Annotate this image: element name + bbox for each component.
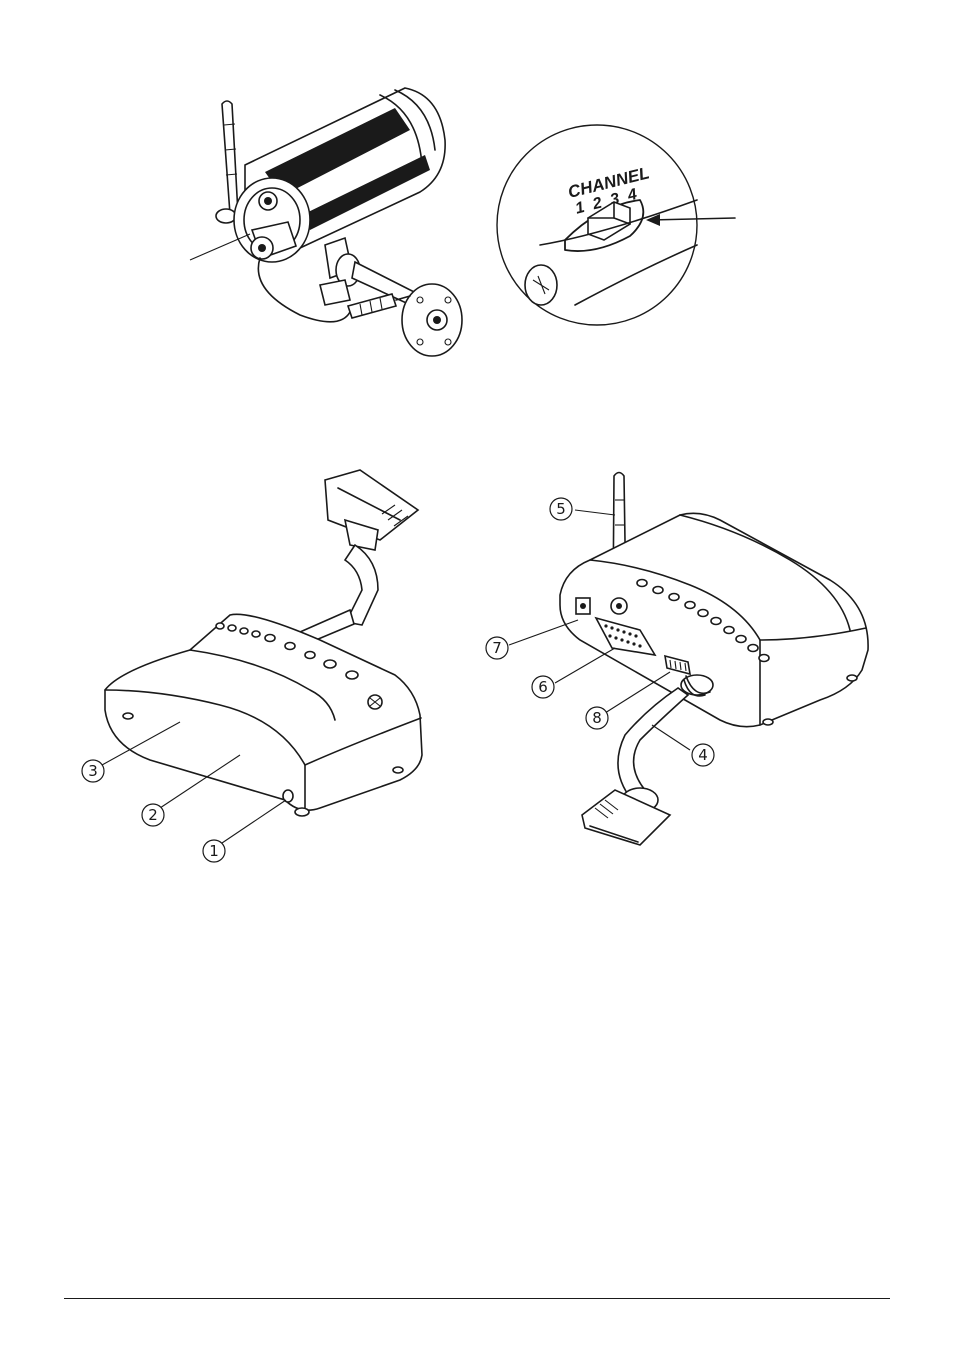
callout-5: 5 (550, 498, 572, 520)
channel-position-1: 1 (574, 199, 587, 218)
svg-text:3: 3 (88, 762, 98, 780)
callout-4: 4 (692, 744, 714, 766)
callout-1: 1 (203, 840, 225, 862)
receiver-front-illustration (102, 470, 422, 843)
callout-6: 6 (532, 676, 554, 698)
svg-text:7: 7 (492, 639, 502, 657)
receiver-back-illustration (509, 473, 868, 846)
callout-3: 3 (82, 760, 104, 782)
callout-8: 8 (586, 707, 608, 729)
callout-7: 7 (486, 637, 508, 659)
svg-text:1: 1 (209, 842, 219, 860)
wireless-camera-illustration (190, 88, 462, 356)
svg-text:4: 4 (698, 746, 708, 764)
footer-rule (64, 1298, 890, 1299)
svg-text:6: 6 (538, 678, 548, 696)
callout-2: 2 (142, 804, 164, 826)
svg-text:2: 2 (148, 806, 158, 824)
channel-switch-detail: CHANNEL 1 2 3 4 (497, 125, 735, 325)
svg-text:5: 5 (556, 500, 566, 518)
svg-text:8: 8 (592, 709, 602, 727)
